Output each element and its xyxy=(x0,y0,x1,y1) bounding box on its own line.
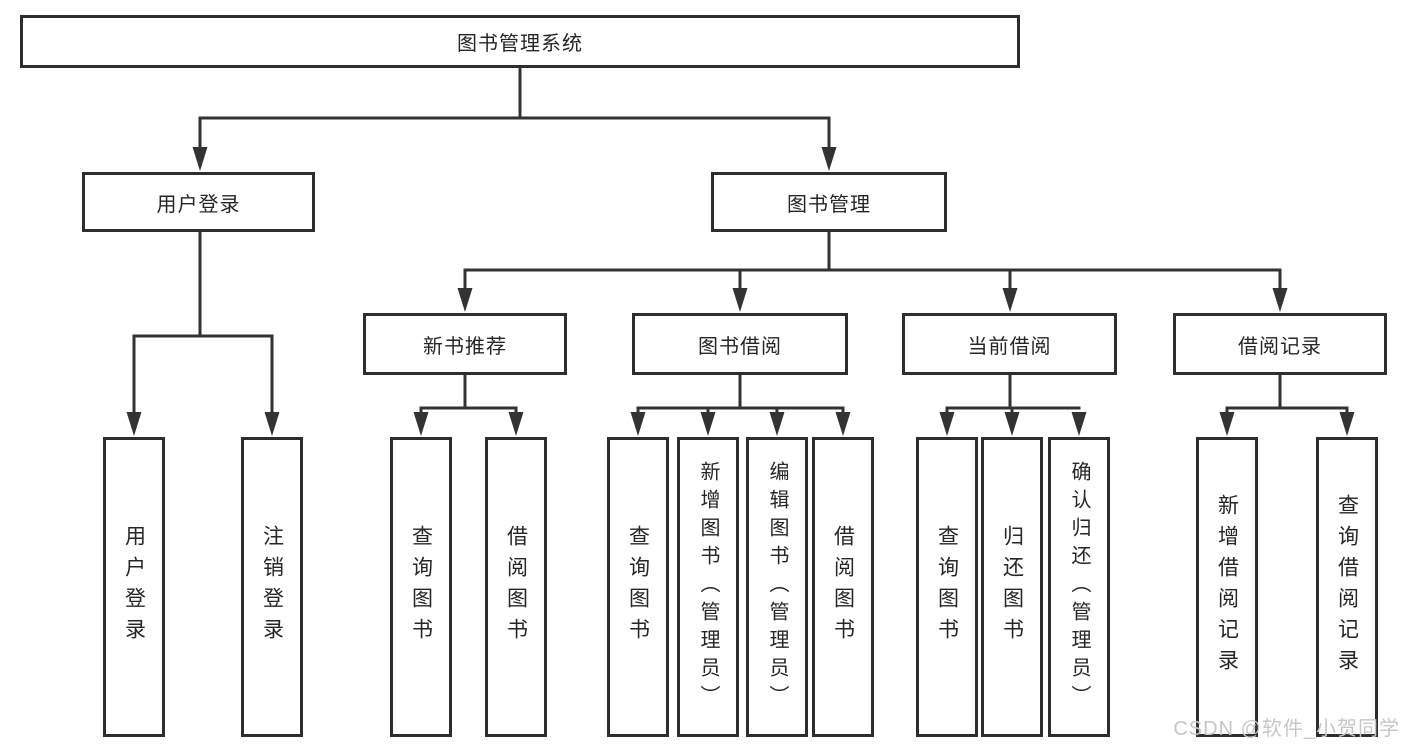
leaf-user-login: 用户登录 xyxy=(103,437,165,737)
leaf-borrow-books-label: 借阅图书 xyxy=(504,525,528,649)
node-user-login-label: 用户登录 xyxy=(156,193,241,216)
leaf-query-books-label: 查询图书 xyxy=(935,525,959,649)
leaf-logout: 注销登录 xyxy=(241,437,303,737)
leaf-edit-books-admin-label: 编辑图书（管理员） xyxy=(766,461,788,713)
leaf-confirm-return-admin: 确认归还（管理员） xyxy=(1048,437,1110,737)
leaf-add-borrow-record-label: 新增借阅记录 xyxy=(1215,494,1239,680)
leaf-user-login-label: 用户登录 xyxy=(122,525,146,649)
leaf-borrow-books-borrowing: 借阅图书 xyxy=(812,437,874,737)
leaf-query-borrow-record: 查询借阅记录 xyxy=(1316,437,1378,737)
node-borrowing-records-label: 借阅记录 xyxy=(1238,335,1322,358)
leaf-return-books-label: 归还图书 xyxy=(1000,525,1024,649)
leaf-query-borrow-record-label: 查询借阅记录 xyxy=(1335,494,1359,680)
node-current-borrowing-label: 当前借阅 xyxy=(967,335,1052,358)
leaf-borrow-books-label: 借阅图书 xyxy=(831,525,855,649)
node-book-management: 图书管理 xyxy=(711,172,947,232)
node-borrowing-records: 借阅记录 xyxy=(1173,313,1387,375)
leaf-borrow-books-recommend: 借阅图书 xyxy=(485,437,547,737)
node-current-borrowing: 当前借阅 xyxy=(902,313,1117,375)
leaf-confirm-return-admin-label: 确认归还（管理员） xyxy=(1068,461,1090,713)
node-user-login: 用户登录 xyxy=(82,172,315,232)
node-book-management-label: 图书管理 xyxy=(787,193,871,216)
leaf-add-books-admin: 新增图书（管理员） xyxy=(677,437,739,737)
leaf-edit-books-admin: 编辑图书（管理员） xyxy=(746,437,808,737)
leaf-query-books-current: 查询图书 xyxy=(916,437,978,737)
leaf-logout-label: 注销登录 xyxy=(260,525,284,649)
node-new-book-recommend: 新书推荐 xyxy=(363,313,567,375)
leaf-query-books-label: 查询图书 xyxy=(409,525,433,649)
csdn-watermark: CSDN @软件_小贺同学 xyxy=(1173,718,1400,740)
leaf-add-books-admin-label: 新增图书（管理员） xyxy=(697,461,719,713)
node-root-system: 图书管理系统 xyxy=(20,15,1020,68)
leaf-query-books-borrowing: 查询图书 xyxy=(607,437,669,737)
node-new-book-recommend-label: 新书推荐 xyxy=(423,335,507,358)
leaf-add-borrow-record: 新增借阅记录 xyxy=(1196,437,1258,737)
leaf-query-books-recommend: 查询图书 xyxy=(390,437,452,737)
leaf-return-books: 归还图书 xyxy=(981,437,1043,737)
node-book-borrowing-label: 图书借阅 xyxy=(698,335,782,358)
leaf-query-books-label: 查询图书 xyxy=(626,525,650,649)
node-root-label: 图书管理系统 xyxy=(457,33,583,55)
node-book-borrowing: 图书借阅 xyxy=(632,313,848,375)
